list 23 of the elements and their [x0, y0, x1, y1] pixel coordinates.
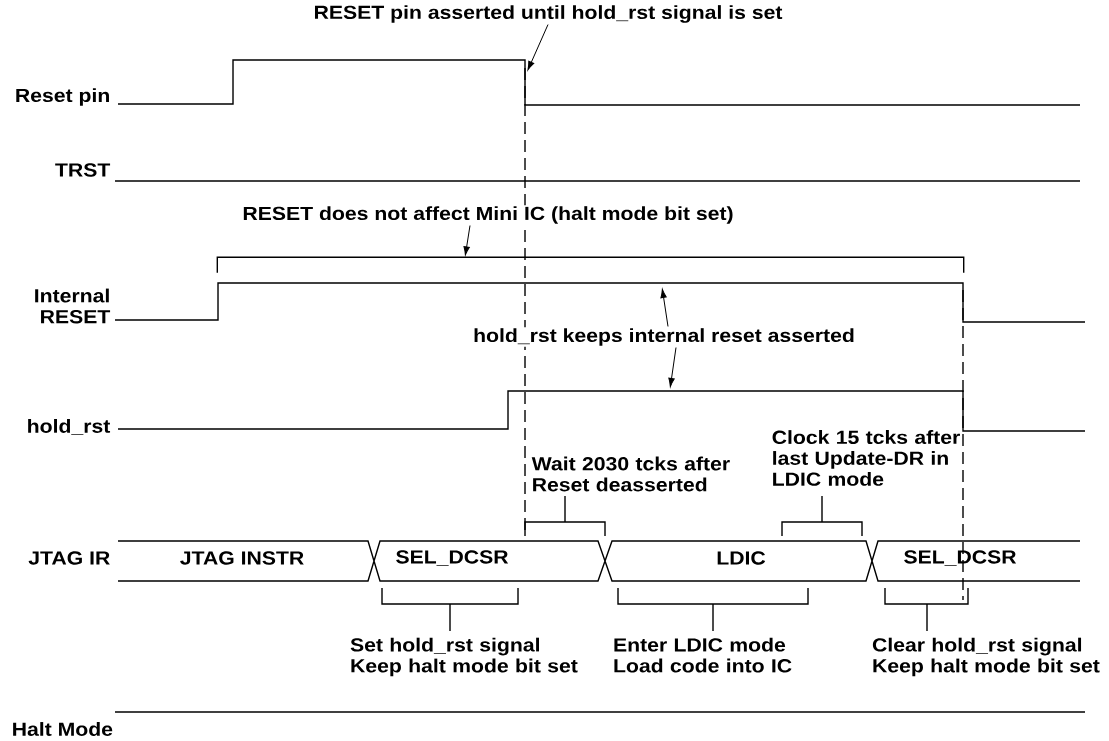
leader-line — [668, 347, 677, 388]
annotation: RESET does not affect Mini IC (halt mode bit set) — [241, 205, 735, 225]
annotation: Clear hold_rst signal Keep halt mode bit set — [872, 637, 1100, 677]
signal-name: Internal RESET — [35, 288, 111, 324]
signal-name: JTAG IR — [28, 551, 110, 565]
annotation: Clock 15 tcks after last Update-DR in LDIC mode — [772, 430, 960, 486]
annotation: Wait 2030 tcks after Reset deasserted — [531, 456, 730, 492]
signal-name: TRST — [55, 163, 111, 177]
annotation: RESET pin asserted until hold_rst signal is set — [312, 4, 784, 24]
bus-value: SEL_DCSR — [904, 550, 1017, 566]
leader-line — [660, 288, 669, 327]
leader-line — [527, 24, 549, 71]
bus-value: LDIC — [715, 550, 767, 566]
bus-value: JTAG INSTR — [178, 550, 306, 566]
bus-value: SEL_DCSR — [394, 549, 510, 567]
annotation: Set hold_rst signal Keep halt mode bit set — [350, 637, 578, 677]
signal-name: Reset pin — [16, 88, 109, 106]
annotation: hold_rst keeps internal reset asserted — [472, 327, 856, 347]
bracket — [216, 256, 965, 274]
leader-line — [463, 225, 471, 256]
signal-name: Halt Mode — [13, 722, 113, 736]
annotation: Enter LDIC mode Load code into IC — [614, 637, 792, 673]
signal-name: hold_rst — [28, 419, 111, 435]
